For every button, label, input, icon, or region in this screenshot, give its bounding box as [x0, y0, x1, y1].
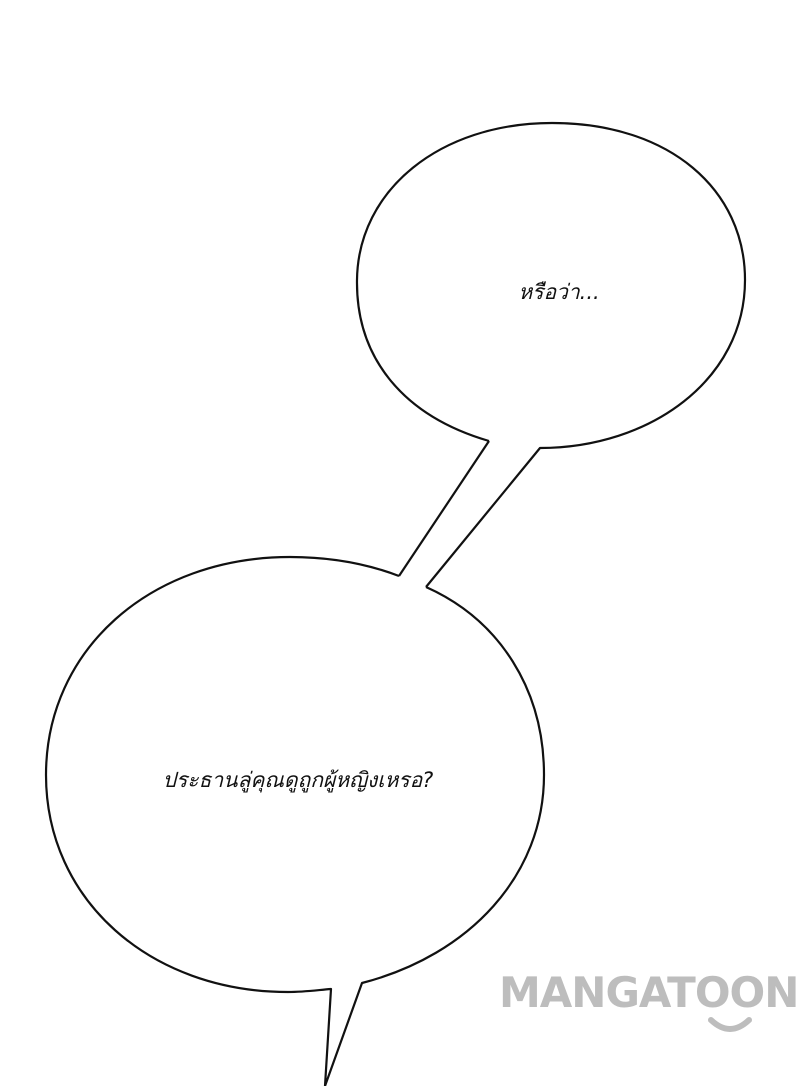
speech-bubble-upper	[355, 121, 747, 588]
speech-text-lower: ประธานลู่คุณดูถูกผู้หญิงเหรอ?	[162, 768, 434, 792]
smile-icon	[708, 1017, 752, 1032]
watermark-text: MANGATOON	[499, 968, 799, 1017]
bubble-connector	[398, 440, 490, 577]
watermark-logo: MANGATOON	[499, 972, 799, 1038]
speech-text-upper: หรือว่า...	[518, 280, 600, 304]
speech-bubble-lower	[44, 555, 546, 1086]
